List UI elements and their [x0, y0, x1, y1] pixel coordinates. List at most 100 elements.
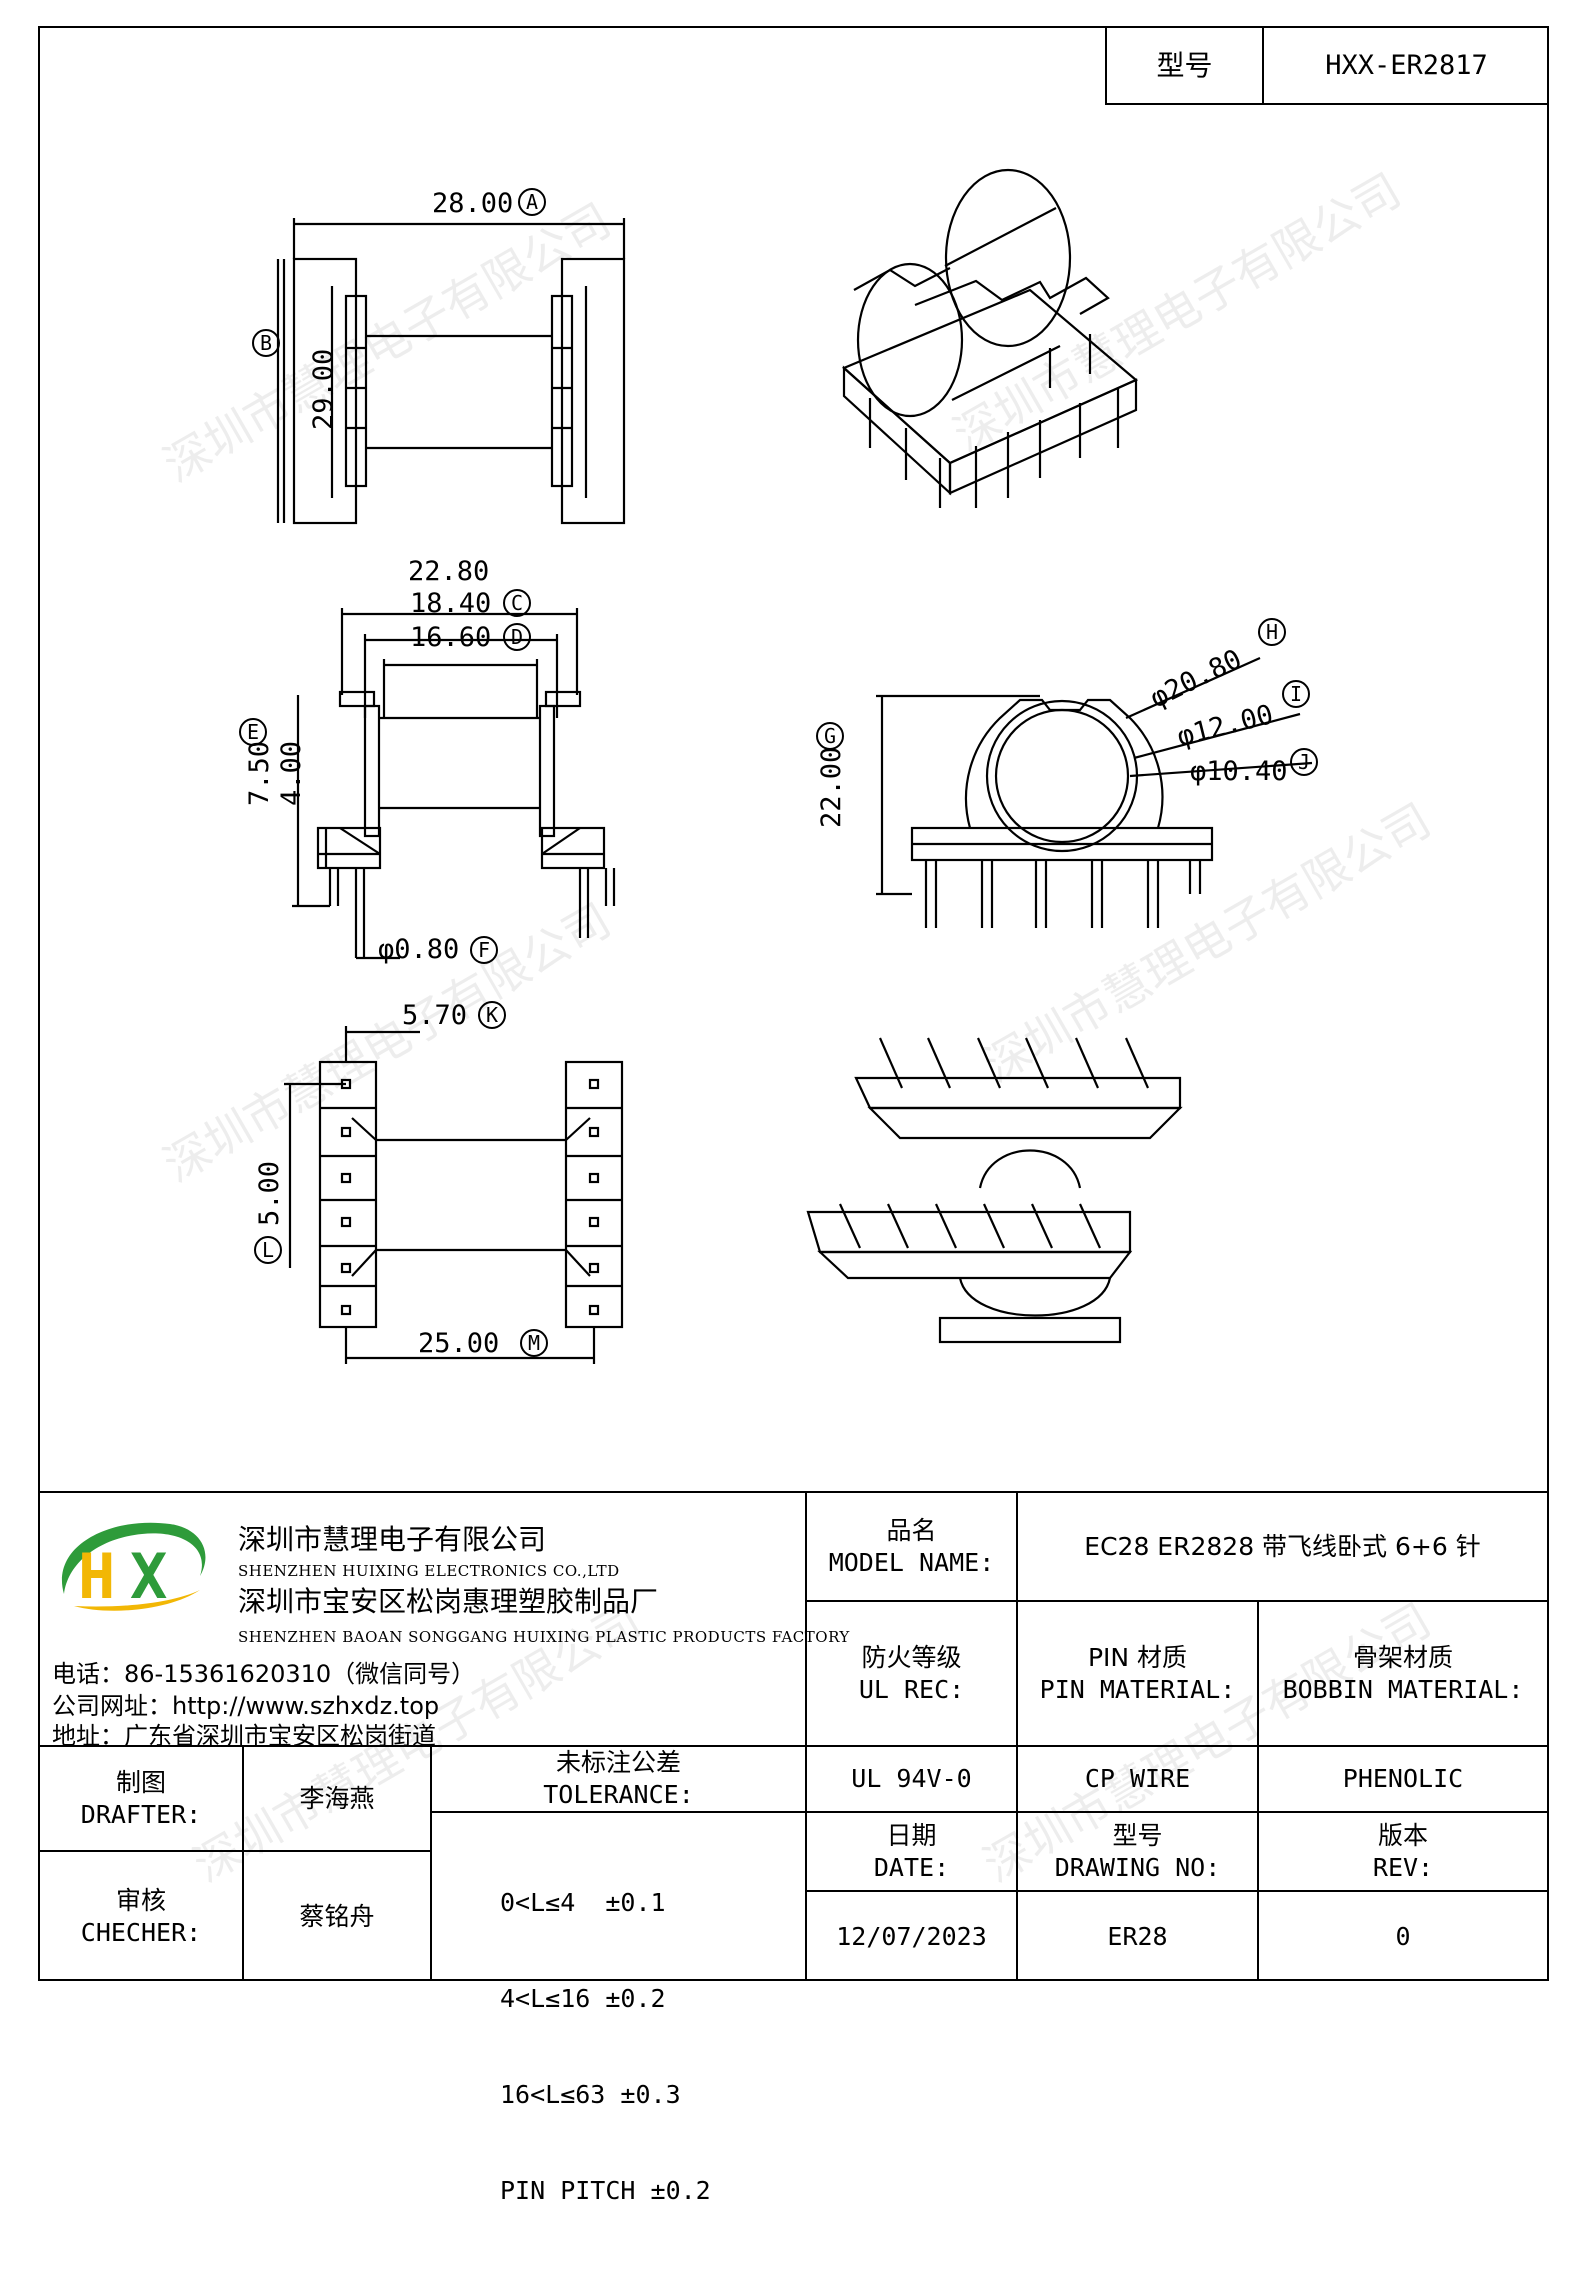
titleblock-divider-main [805, 1491, 807, 1981]
balloon-g: G [816, 722, 844, 750]
company-address: 地址：广东省深圳市宝安区松岗街道 [52, 1722, 436, 1750]
fire-rating-label: 防火等级 UL REC: [858, 1642, 965, 1704]
svg-text:B: B [260, 331, 272, 355]
svg-text:G: G [824, 724, 836, 748]
balloon-b: B [252, 329, 280, 357]
dim-g-value: 22.00 [816, 747, 847, 828]
company-name-cn: 深圳市慧理电子有限公司 [238, 1523, 547, 1556]
balloon-c: C [503, 589, 531, 617]
svg-text:I: I [1290, 682, 1302, 706]
technical-drawing: 28.00 29.00 22.80 18.40 16.60 7.50 4.00 … [239, 168, 1318, 1364]
date-value: 12/07/2023 [836, 1921, 987, 1951]
dim-k-value: 5.70 [402, 1000, 467, 1031]
tolerance-row: 16<L≤63 ±0.3 [500, 2080, 681, 2109]
company-phone: 电话：86-15361620310（微信同号） [52, 1660, 476, 1688]
factory-name-en: SHENZHEN BAOAN SONGGANG HUIXING PLASTIC … [238, 1628, 850, 1646]
dim-a-value: 28.00 [432, 188, 513, 219]
dim-i-value: φ12.00 [1174, 699, 1276, 753]
bobbin-material-value: PHENOLIC [1342, 1764, 1464, 1793]
titleblock-line-1 [805, 1600, 1547, 1602]
checker-value: 蔡铭舟 [299, 1901, 375, 1931]
tolerance-table: 0<L≤4 ±0.1 4<L≤16 ±0.2 16<L≤63 ±0.3 PIN … [500, 1823, 711, 2271]
svg-text:M: M [528, 1331, 540, 1355]
model-name-label: 品名 MODEL NAME: [807, 1493, 1016, 1600]
front-view [292, 608, 616, 960]
tolerance-row: 4<L≤16 ±0.2 [500, 1984, 666, 2013]
svg-text:C: C [511, 591, 523, 615]
company-name-en: SHENZHEN HUIXING ELECTRONICS CO.,LTD [238, 1562, 620, 1580]
dim-e-value: 7.50 [244, 741, 275, 806]
model-name-label-cn: 品名 [886, 1515, 937, 1545]
rev-value: 0 [1395, 1921, 1411, 1951]
isometric-view [841, 168, 1139, 508]
svg-text:H: H [1266, 620, 1278, 644]
dim-flange-height-value: 4.00 [276, 741, 307, 806]
tolerance-label: 未标注公差 TOLERANCE: [543, 1748, 694, 1809]
company-website: 公司网址：http://www.szhxdz.top [52, 1692, 440, 1720]
balloon-f: F [470, 936, 498, 964]
model-box-left-border [1105, 28, 1107, 103]
balloon-j: J [1290, 748, 1318, 776]
titleblock-divider-left-2 [430, 1745, 432, 1981]
svg-text:J: J [1298, 750, 1310, 774]
titleblock-top-border [40, 1491, 1547, 1493]
tolerance-row: 0<L≤4 ±0.1 [500, 1888, 666, 1917]
top-view [276, 218, 626, 525]
rev-label: 版本 REV: [1372, 1820, 1434, 1882]
logo-h-letter: H [78, 1540, 115, 1613]
bottom-isometric-view [806, 1037, 1183, 1344]
model-name-value: EC28 ER2828 带飞线卧式 6+6 针 [1084, 1531, 1481, 1561]
model-value: HXX-ER2817 [1325, 49, 1488, 81]
model-box-divider [1262, 28, 1264, 103]
balloon-i: I [1282, 680, 1310, 708]
svg-text:E: E [247, 720, 259, 744]
balloon-l: L [254, 1236, 282, 1264]
svg-text:K: K [486, 1003, 498, 1027]
bottom-view [284, 1026, 624, 1364]
date-label: 日期 DATE: [873, 1820, 950, 1882]
titleblock-divider-2 [1016, 1491, 1018, 1981]
svg-text:F: F [478, 938, 490, 962]
titleblock-divider-3 [1257, 1600, 1259, 1981]
factory-name-cn: 深圳市宝安区松岗惠理塑胶制品厂 [238, 1585, 659, 1618]
drawing-no-label: 型号 DRAWING NO: [1054, 1820, 1221, 1882]
company-logo: H X [61, 1522, 206, 1613]
dim-j-value: φ10.40 [1190, 756, 1288, 787]
drawing-sheet: 型号 HXX-ER2817 [38, 26, 1549, 2205]
model-name-label-en: MODEL NAME: [828, 1547, 995, 1577]
fire-rating-value: UL 94V-0 [851, 1764, 972, 1793]
svg-text:D: D [511, 625, 523, 649]
balloon-e: E [239, 718, 267, 746]
titleblock-divider-left-1 [242, 1745, 244, 1981]
logo-swoosh-lower-icon [74, 1590, 200, 1611]
dim-b-value: 29.00 [308, 349, 339, 430]
balloon-h: H [1258, 618, 1286, 646]
logo-x-letter: X [130, 1540, 167, 1613]
dim-c-value: 18.40 [410, 588, 491, 619]
titleblock-line-left [40, 1850, 430, 1852]
model-label: 型号 [1156, 48, 1213, 82]
dim-d-value: 16.60 [410, 622, 491, 653]
drafter-label: 制图 DRAFTER: [80, 1767, 202, 1829]
titleblock-line-tolerance [430, 1811, 805, 1813]
pin-material-label: PIN 材质 PIN MATERIAL: [1039, 1642, 1236, 1704]
titleblock-line-3 [805, 1811, 1547, 1813]
balloon-k: K [478, 1001, 506, 1029]
logo-swoosh-icon [61, 1522, 206, 1594]
svg-text:L: L [262, 1238, 274, 1262]
drawing-no-value: ER28 [1107, 1921, 1168, 1951]
balloon-a: A [518, 188, 546, 216]
titleblock-line-4 [805, 1890, 1547, 1892]
balloon-d: D [503, 623, 531, 651]
checker-label: 审核 CHECHER: [80, 1885, 202, 1947]
svg-text:A: A [526, 190, 538, 214]
tolerance-row: PIN PITCH ±0.2 [500, 2176, 711, 2205]
side-view [876, 656, 1313, 928]
pin-material-value: CP WIRE [1084, 1764, 1191, 1793]
model-box-bottom-border [1105, 103, 1549, 105]
dim-h-value: φ20.80 [1145, 644, 1246, 715]
titleblock-line-2 [40, 1745, 1547, 1747]
balloon-m: M [520, 1329, 548, 1357]
dim-m-value: 25.00 [418, 1328, 499, 1359]
drafter-value: 李海燕 [299, 1783, 375, 1813]
